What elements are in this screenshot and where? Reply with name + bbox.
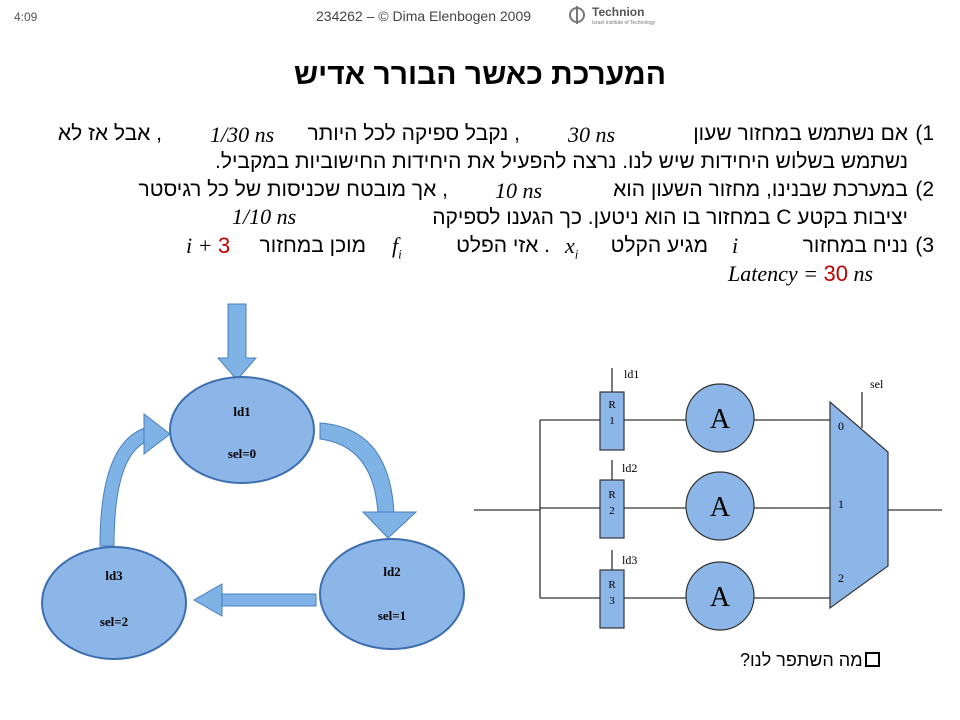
state-ld3-label: ld3 [105, 568, 123, 583]
register-r1 [599, 391, 625, 451]
transition-arrowhead-2-to-3 [192, 583, 223, 617]
register-r3-label-num: 3 [609, 595, 615, 607]
fsm-state-diagram: ld1 sel=0 ld2 sel=1 ld3 sel=2 [41, 303, 465, 660]
compute-unit-a1-label: A [710, 404, 731, 435]
compute-unit-a2 [685, 471, 755, 541]
item-2-number: 2) [915, 178, 934, 201]
technion-emblem-icon [569, 6, 585, 24]
compute-unit-a2-label: A [710, 492, 731, 523]
item-3-text-d: מוכן במחזור [259, 234, 366, 257]
item-2-math-throughput: 1/10 ns [232, 204, 297, 229]
item-1-math-period: 30 ns [568, 122, 616, 147]
state-ld3-output: sel=2 [100, 614, 128, 629]
item-1-text-b: , נקבל ספיקה לכל היותר [307, 122, 520, 145]
load-label-ld2: ld2 [622, 461, 637, 475]
item-3-math-i: i [732, 233, 739, 258]
item-1-text-c: , אבל אז לא [57, 122, 162, 145]
item-2-math-period: 10 ns [495, 178, 543, 203]
latency-formula: Latency = 30 ns [728, 261, 874, 286]
item-1-math-throughput: 1/30 ns [210, 122, 275, 147]
register-r1-label-top: R [608, 399, 616, 411]
transition-arrow-3-to-1 [99, 426, 149, 547]
transition-arrow-1-to-2 [319, 422, 395, 515]
mux-input-0-label: 0 [838, 419, 844, 433]
item-2-text-b: , אך מובטח שכניסות של כל רגיסטר [138, 178, 448, 201]
datapath-circuit: R 1 R 2 R 3 ld1 ld2 ld3 A A A 0 1 2 sel [474, 367, 942, 631]
question-bullet: מה השתפר לנו? [740, 650, 880, 671]
state-ld1-label: ld1 [233, 404, 250, 419]
transition-arrow-2-to-3 [219, 593, 317, 607]
load-label-ld1: ld1 [624, 367, 639, 381]
load-label-ld3: ld3 [622, 553, 637, 567]
item-3-text-c: . אזי הפלט [456, 234, 550, 257]
item-1-text-a: אם נשתמש במחזור שעון [693, 122, 908, 145]
logo-text: Technion [592, 5, 644, 19]
logo-subtext: Israel Institute of Technology [592, 20, 656, 26]
state-ld3 [41, 546, 187, 660]
register-r1-label-num: 1 [609, 415, 615, 427]
state-ld1-output: sel=0 [228, 446, 256, 461]
item-3-math-x: xi [565, 233, 579, 262]
select-signal-label: sel [870, 377, 884, 391]
transition-arrowhead-1-to-2 [361, 511, 418, 539]
output-cycle-offset: 3 [217, 233, 231, 258]
item-3-number: 3) [915, 234, 934, 257]
state-ld2-output: sel=1 [378, 608, 406, 623]
state-ld1 [169, 376, 315, 484]
item-2-text-a: במערכת שבנינו, מחזור השעון הוא [613, 178, 908, 201]
item-3-math-output-cycle: i + 3 [186, 233, 231, 258]
register-r2-label-num: 2 [609, 505, 615, 517]
item-2-text-line2: יציבות בקטע C במחזור בו הוא ניטען. כך הג… [432, 206, 908, 229]
mux-input-1-label: 1 [838, 497, 844, 511]
state-ld2 [319, 538, 465, 650]
footer-credit: 234262 – © Dima Elenbogen 2009 [316, 8, 532, 24]
register-r3-label-top: R [608, 579, 616, 591]
register-r3 [599, 569, 625, 629]
compute-unit-a3 [685, 561, 755, 631]
latency-value: 30 [823, 261, 848, 286]
checkbox-bullet-icon [864, 652, 880, 667]
mux-input-2-label: 2 [838, 571, 844, 585]
question-text: מה השתפר לנו? [740, 650, 863, 670]
slide-title: המערכת כאשר הבורר אדיש [294, 58, 666, 91]
slide-number: 4:09 [14, 10, 38, 24]
transition-arrowhead-3-to-1 [143, 412, 171, 456]
item-3-text-a: נניח במחזור [802, 234, 908, 257]
item-3-math-f: fi [392, 233, 402, 262]
entry-arrow [216, 303, 258, 381]
compute-unit-a1 [685, 383, 755, 453]
item-1-number: 1) [915, 122, 934, 145]
multiplexer [829, 400, 889, 610]
item-1-text-line2: נשתמש בשלוש היחידות שיש לנו. נרצה להפעיל… [215, 150, 908, 173]
register-r2 [599, 479, 625, 539]
compute-unit-a3-label: A [710, 582, 731, 613]
register-r2-label-top: R [608, 489, 616, 501]
item-3-text-b: מגיע הקלט [610, 234, 708, 257]
technion-logo: Technion Israel Institute of Technology [569, 5, 656, 26]
state-ld2-label: ld2 [383, 564, 400, 579]
